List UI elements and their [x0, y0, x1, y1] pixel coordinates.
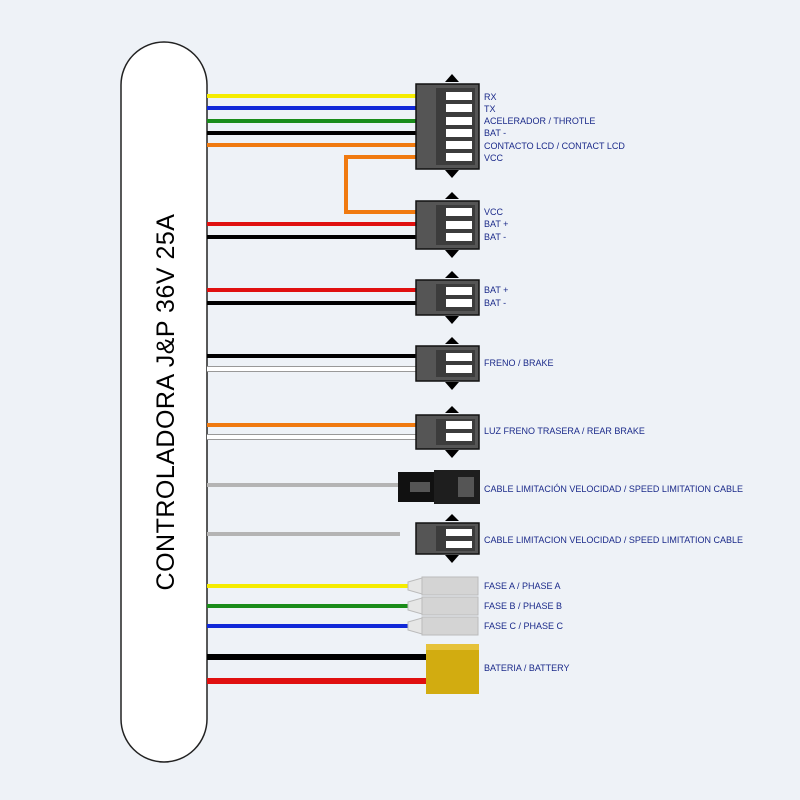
- connector-latch-top: [445, 271, 459, 278]
- wire-vcc-jumper: [344, 155, 416, 214]
- plug-contact: [410, 482, 430, 492]
- label-vcc: VCC: [484, 153, 504, 163]
- connector-phase-c: [407, 616, 479, 636]
- wires-main-6pin: [207, 94, 416, 147]
- connector-pin: [446, 421, 472, 429]
- label-throttle: ACELERADOR / THROTLE: [484, 116, 595, 126]
- connector-latch-top: [445, 406, 459, 413]
- connector-speed-limit-2pin: [415, 514, 480, 563]
- connector-latch-top: [445, 192, 459, 199]
- connector-latch-top: [445, 337, 459, 344]
- connector-pin: [446, 92, 472, 100]
- label-speed-limit-plug: CABLE LIMITACIÓN VELOCIDAD / SPEED LIMIT…: [484, 484, 743, 494]
- battery-connector-highlight: [426, 644, 479, 650]
- label-display-bat-minus: BAT -: [484, 232, 506, 242]
- controller-title: CONTROLADORA J&P 36V 25A: [152, 214, 180, 591]
- connector-latch-bottom: [445, 555, 459, 563]
- connector-phase-a: [407, 576, 479, 596]
- connector-battery: [426, 644, 479, 694]
- label-phase-b: FASE B / PHASE B: [484, 601, 562, 611]
- connector-rear-brake-2pin: [415, 406, 480, 458]
- connector-pin: [446, 153, 472, 161]
- label-phase-c: FASE C / PHASE C: [484, 621, 564, 631]
- bullet-sleeve: [421, 576, 479, 596]
- connector-pin: [446, 233, 472, 241]
- connector-latch-bottom: [445, 170, 459, 178]
- connector-display-3pin: [415, 192, 480, 258]
- connector-pin: [446, 287, 472, 295]
- connector-latch-bottom: [445, 450, 459, 458]
- connector-speed-limit-plug: [398, 470, 480, 504]
- connector-pin: [446, 353, 472, 361]
- label-battery: BATERIA / BATTERY: [484, 663, 570, 673]
- connector-pin: [446, 541, 472, 548]
- plug-socket-contact: [458, 477, 474, 497]
- connector-pin: [446, 433, 472, 441]
- connector-latch-top: [445, 514, 459, 521]
- connector-phase-b: [407, 596, 479, 616]
- battery-connector-body: [426, 644, 479, 694]
- connector-latch-bottom: [445, 316, 459, 324]
- connector-pin: [446, 141, 472, 149]
- label-power-bat-minus: BAT -: [484, 298, 506, 308]
- label-phase-a: FASE A / PHASE A: [484, 581, 561, 591]
- controller-body: [120, 41, 208, 763]
- bullet-sleeve: [421, 596, 479, 616]
- label-tx: TX: [484, 104, 496, 114]
- bullet-tip: [407, 617, 423, 635]
- connector-pin: [446, 299, 472, 307]
- label-display-bat-plus: BAT +: [484, 219, 508, 229]
- label-contact-lcd: CONTACTO LCD / CONTACT LCD: [484, 141, 625, 151]
- label-power-bat-plus: BAT +: [484, 285, 508, 295]
- bullet-tip: [407, 577, 423, 595]
- label-rx: RX: [484, 92, 497, 102]
- label-display-vcc: VCC: [484, 207, 504, 217]
- connector-latch-top: [445, 74, 459, 82]
- connector-brake-2pin: [415, 337, 480, 390]
- connector-latch-bottom: [445, 382, 459, 390]
- connector-pin: [446, 365, 472, 373]
- connector-latch-bottom: [445, 250, 459, 258]
- connector-pin: [446, 129, 472, 137]
- connector-main-6pin: [415, 74, 480, 178]
- connector-power-2pin: [415, 271, 480, 324]
- bullet-tip: [407, 597, 423, 615]
- connector-pin: [446, 104, 472, 112]
- connector-pin: [446, 117, 472, 125]
- label-rear-brake: LUZ FRENO TRASERA / REAR BRAKE: [484, 426, 645, 436]
- connector-face: [436, 88, 475, 165]
- connector-pin: [446, 208, 472, 216]
- bullet-sleeve: [421, 616, 479, 636]
- label-speed-limit-2pin: CABLE LIMITACION VELOCIDAD / SPEED LIMIT…: [484, 535, 743, 545]
- connector-pin: [446, 221, 472, 229]
- connector-pin: [446, 529, 472, 536]
- label-brake: FRENO / BRAKE: [484, 358, 554, 368]
- label-bat-minus: BAT -: [484, 128, 506, 138]
